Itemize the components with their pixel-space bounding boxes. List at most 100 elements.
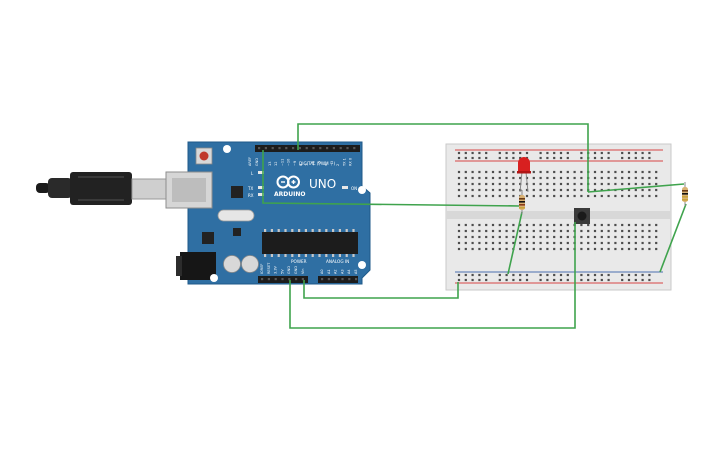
breadboard-hole[interactable] xyxy=(621,176,624,180)
breadboard-hole[interactable] xyxy=(600,182,603,186)
breadboard-hole[interactable] xyxy=(559,247,563,251)
breadboard-hole[interactable] xyxy=(648,170,651,174)
breadboard-hole[interactable] xyxy=(573,176,576,180)
resistor[interactable] xyxy=(682,182,688,206)
breadboard-hole[interactable] xyxy=(621,241,624,245)
breadboard-hole[interactable] xyxy=(539,176,542,180)
breadboard-hole[interactable] xyxy=(621,247,624,251)
breadboard-hole[interactable] xyxy=(546,235,549,239)
breadboard-hole[interactable] xyxy=(478,182,481,186)
breadboard-hole[interactable] xyxy=(634,176,637,180)
breadboard-hole[interactable] xyxy=(641,247,644,251)
breadboard-hole[interactable] xyxy=(553,176,556,180)
breadboard-hole[interactable] xyxy=(485,194,488,198)
wire-button-to-resistor[interactable] xyxy=(587,183,685,193)
breadboard-hole[interactable] xyxy=(566,273,569,277)
header-pin-hole[interactable] xyxy=(288,278,291,281)
breadboard-hole[interactable] xyxy=(512,241,515,245)
breadboard-hole[interactable] xyxy=(471,188,474,192)
breadboard-hole[interactable] xyxy=(566,170,569,174)
breadboard-hole[interactable] xyxy=(553,194,556,198)
breadboard-hole[interactable] xyxy=(519,273,522,277)
header-pin-hole[interactable] xyxy=(281,278,284,281)
breadboard-hole[interactable] xyxy=(471,182,474,186)
breadboard-hole[interactable] xyxy=(655,194,658,198)
breadboard-hole[interactable] xyxy=(525,223,529,227)
breadboard-hole[interactable] xyxy=(491,170,495,174)
breadboard-hole[interactable] xyxy=(532,247,535,251)
breadboard-hole[interactable] xyxy=(512,188,515,192)
breadboard-hole[interactable] xyxy=(648,241,651,245)
breadboard-hole[interactable] xyxy=(471,241,474,245)
breadboard-hole[interactable] xyxy=(512,151,515,155)
breadboard-hole[interactable] xyxy=(621,170,624,174)
breadboard-hole[interactable] xyxy=(600,223,603,227)
header-pin-hole[interactable] xyxy=(332,147,335,150)
breadboard-hole[interactable] xyxy=(621,229,624,233)
breadboard-hole[interactable] xyxy=(566,223,569,227)
header-pin-hole[interactable] xyxy=(346,147,349,150)
breadboard-hole[interactable] xyxy=(539,273,542,277)
breadboard-hole[interactable] xyxy=(600,151,603,155)
header-pin-hole[interactable] xyxy=(355,278,358,281)
breadboard-hole[interactable] xyxy=(491,176,495,180)
breadboard-hole[interactable] xyxy=(485,182,488,186)
breadboard-hole[interactable] xyxy=(566,188,569,192)
breadboard-hole[interactable] xyxy=(600,235,603,239)
breadboard-hole[interactable] xyxy=(648,235,651,239)
breadboard-hole[interactable] xyxy=(478,247,481,251)
wire-pin2-to-button[interactable] xyxy=(297,123,589,192)
breadboard-hole[interactable] xyxy=(519,247,522,251)
breadboard-hole[interactable] xyxy=(600,273,603,277)
breadboard-hole[interactable] xyxy=(464,229,467,233)
breadboard-hole[interactable] xyxy=(498,170,501,174)
breadboard-hole[interactable] xyxy=(539,278,542,282)
breadboard-hole[interactable] xyxy=(478,235,481,239)
breadboard-hole[interactable] xyxy=(512,223,515,227)
breadboard-hole[interactable] xyxy=(607,229,610,233)
breadboard-hole[interactable] xyxy=(648,188,651,192)
breadboard-hole[interactable] xyxy=(607,151,610,155)
header-pin-hole[interactable] xyxy=(326,147,329,150)
breadboard-hole[interactable] xyxy=(580,223,583,227)
arduino-uno-board[interactable]: L TX RX ON ARDUINO UNO DIGITAL (PWM ~) A… xyxy=(165,141,371,285)
breadboard-hole[interactable] xyxy=(627,156,631,160)
header-pin-hole[interactable] xyxy=(321,278,324,281)
breadboard-hole[interactable] xyxy=(559,273,563,277)
breadboard-hole[interactable] xyxy=(566,156,569,160)
breadboard-hole[interactable] xyxy=(464,156,467,160)
breadboard-hole[interactable] xyxy=(512,176,515,180)
breadboard-hole[interactable] xyxy=(491,229,495,233)
breadboard-hole[interactable] xyxy=(505,194,508,198)
breadboard-hole[interactable] xyxy=(519,176,522,180)
breadboard-hole[interactable] xyxy=(546,278,549,282)
breadboard-hole[interactable] xyxy=(648,176,651,180)
breadboard-hole[interactable] xyxy=(519,235,522,239)
breadboard-hole[interactable] xyxy=(457,247,461,251)
header-pin-hole[interactable] xyxy=(261,278,264,281)
breadboard-hole[interactable] xyxy=(600,278,603,282)
breadboard-hole[interactable] xyxy=(641,182,644,186)
breadboard-hole[interactable] xyxy=(539,223,542,227)
analog-header[interactable] xyxy=(318,276,358,283)
breadboard-hole[interactable] xyxy=(600,170,603,174)
breadboard-hole[interactable] xyxy=(607,235,610,239)
breadboard-hole[interactable] xyxy=(464,188,467,192)
breadboard-hole[interactable] xyxy=(580,229,583,233)
breadboard-hole[interactable] xyxy=(607,247,610,251)
breadboard-hole[interactable] xyxy=(464,278,467,282)
header-pin-hole[interactable] xyxy=(312,147,315,150)
breadboard-hole[interactable] xyxy=(621,235,624,239)
breadboard-hole[interactable] xyxy=(491,247,495,251)
breadboard-hole[interactable] xyxy=(491,188,495,192)
breadboard-hole[interactable] xyxy=(634,188,637,192)
breadboard-hole[interactable] xyxy=(627,151,631,155)
breadboard-hole[interactable] xyxy=(593,241,597,245)
header-pin-hole[interactable] xyxy=(298,147,301,150)
breadboard-hole[interactable] xyxy=(471,247,474,251)
breadboard-hole[interactable] xyxy=(553,188,556,192)
breadboard-hole[interactable] xyxy=(634,235,637,239)
breadboard-hole[interactable] xyxy=(505,223,508,227)
breadboard-hole[interactable] xyxy=(498,273,501,277)
breadboard-hole[interactable] xyxy=(546,229,549,233)
